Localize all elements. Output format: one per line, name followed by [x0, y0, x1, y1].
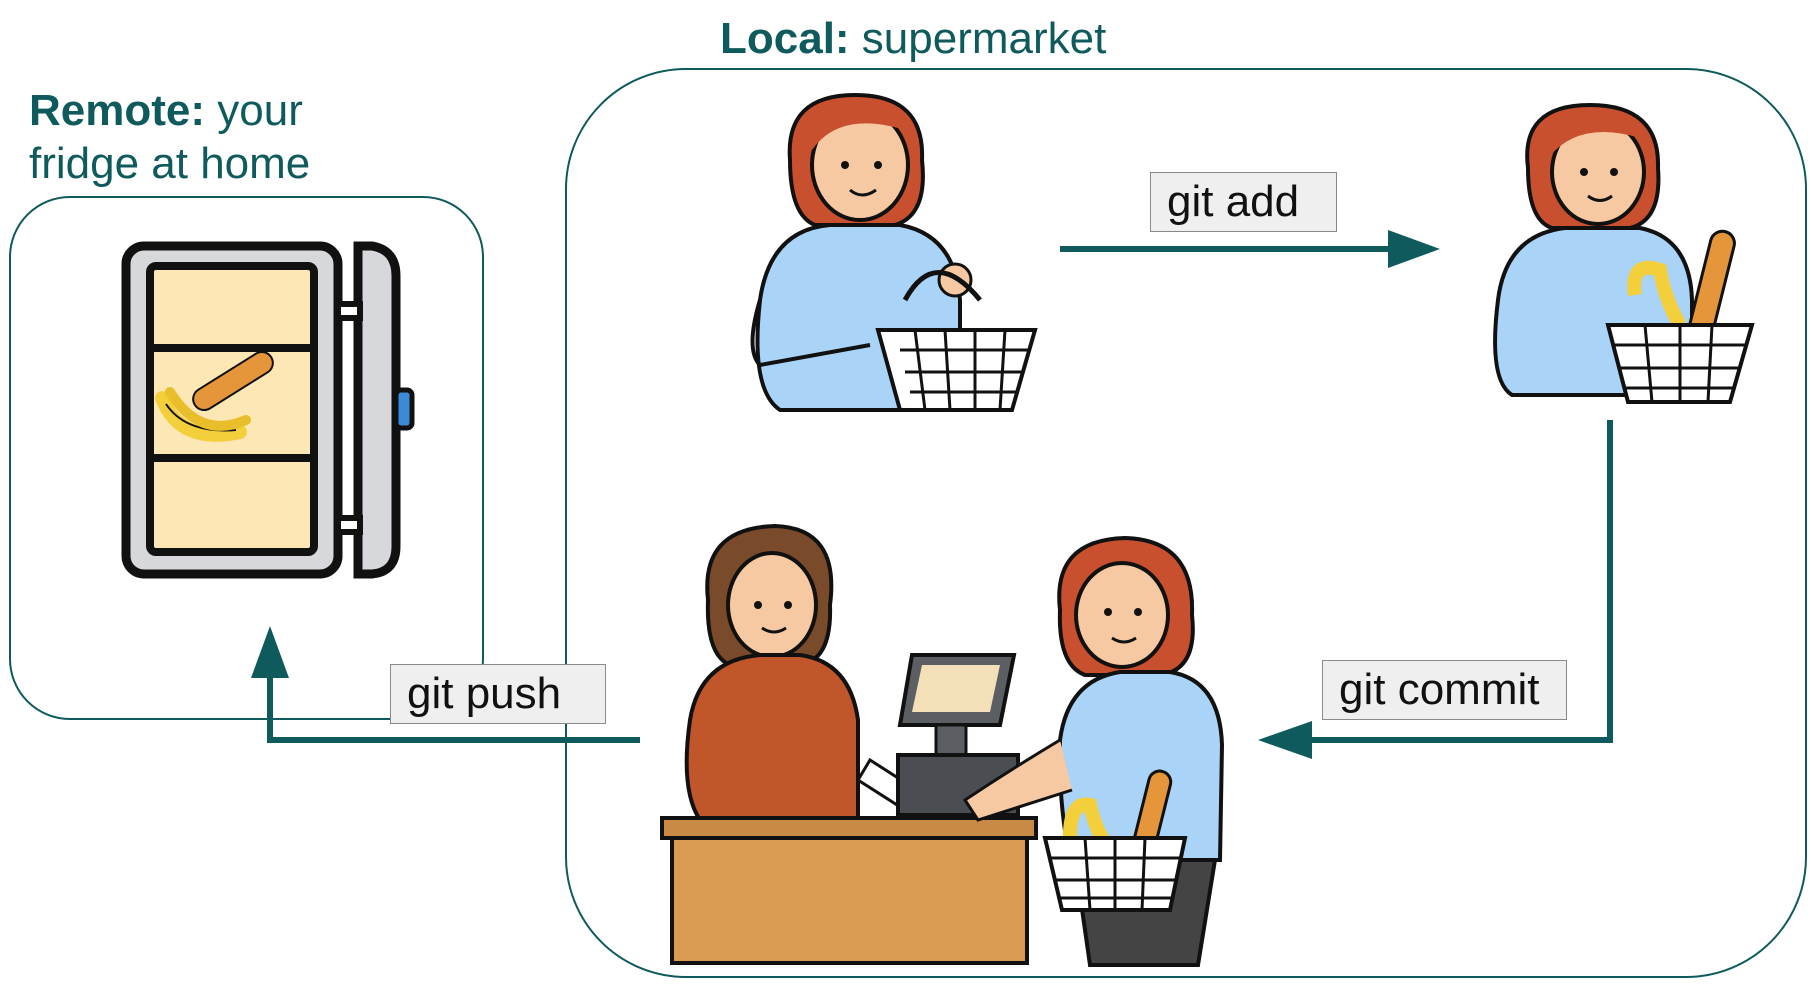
local-box	[565, 68, 1807, 978]
local-heading: Local: supermarket	[720, 12, 1106, 65]
git-commit-label: git commit	[1322, 660, 1567, 720]
arrow-git-commit	[1258, 420, 1613, 759]
arrow-git-push	[251, 626, 640, 743]
fridge-icon	[121, 241, 415, 579]
local-label-bold: Local:	[720, 14, 850, 63]
checkout-scene	[660, 523, 1225, 967]
remote-label-bold: Remote:	[29, 86, 206, 135]
remote-label-line2: fridge at home	[29, 139, 311, 188]
remote-label-rest: your	[205, 86, 303, 135]
shopper-full-basket	[1493, 102, 1755, 404]
git-add-label: git add	[1150, 172, 1337, 232]
remote-heading: Remote: your fridge at home	[29, 84, 310, 190]
arrow-git-add	[1060, 230, 1440, 268]
remote-box	[9, 196, 484, 720]
git-push-label: git push	[390, 664, 606, 724]
local-label-rest: supermarket	[849, 14, 1107, 63]
shopper-empty-basket	[750, 92, 1038, 412]
